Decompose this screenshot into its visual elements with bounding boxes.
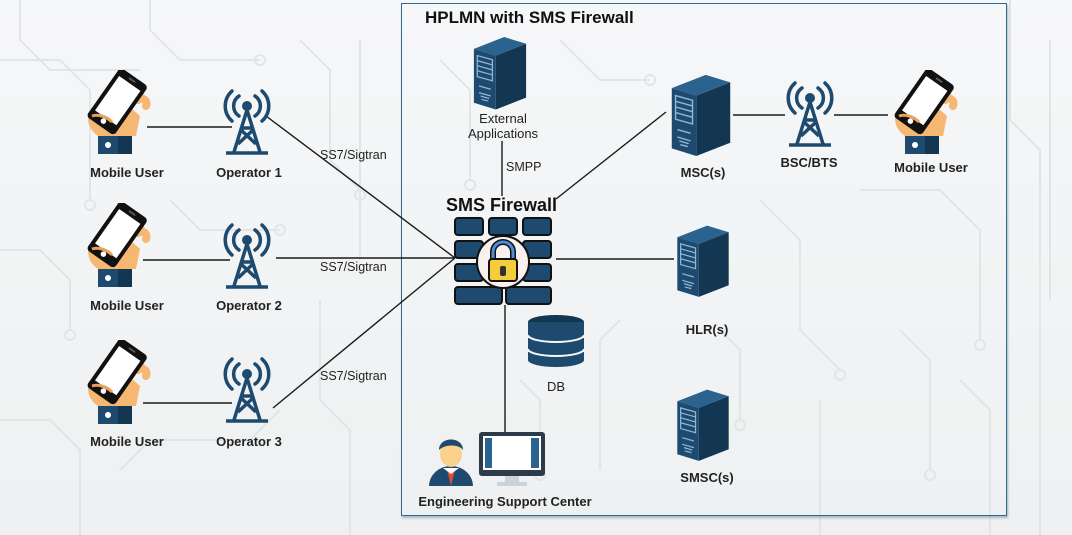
sms-firewall-title: SMS Firewall (446, 195, 558, 215)
external-applications-line1: External (479, 111, 527, 126)
cell-tower-icon (222, 222, 272, 292)
cell-tower-icon (785, 80, 835, 150)
cell-tower-icon (222, 356, 272, 426)
firewall-lock-icon (454, 217, 552, 305)
hlr-server-icon (674, 220, 732, 300)
mobile-hand-icon (885, 70, 965, 160)
external-applications-line2: Applications (467, 126, 539, 141)
external-applications-label: External Applications (468, 111, 538, 141)
mobile-hand-icon (78, 203, 158, 293)
bsc-bts-label: BSC/BTS (780, 155, 838, 170)
smsc-label: SMSC(s) (680, 470, 734, 485)
hplmn-boundary (401, 3, 1007, 516)
support-agent-monitor-icon (429, 432, 545, 486)
link-label-op3: SS7/Sigtran (320, 369, 387, 383)
wire-op1-firewall (265, 115, 456, 259)
link-label-op2: SS7/Sigtran (320, 260, 387, 274)
operator-2-label: Operator 2 (216, 298, 282, 313)
hlr-label: HLR(s) (685, 322, 729, 337)
right-mobile-user-label: Mobile User (894, 160, 968, 175)
link-label-op1: SS7/Sigtran (320, 148, 387, 162)
mobile-hand-icon (78, 340, 158, 430)
mobile-user-1-label: Mobile User (90, 165, 164, 180)
external-applications-server-icon (470, 32, 530, 112)
operator-1-label: Operator 1 (216, 165, 282, 180)
smpp-label: SMPP (506, 160, 542, 174)
mobile-hand-icon (78, 70, 158, 160)
smsc-server-icon (674, 384, 732, 464)
operator-3-label: Operator 3 (216, 434, 282, 449)
support-center-label: Engineering Support Center (418, 494, 592, 509)
msc-label: MSC(s) (680, 165, 726, 180)
msc-server-icon (668, 68, 734, 160)
cell-tower-icon (222, 88, 272, 158)
mobile-user-3-label: Mobile User (90, 434, 164, 449)
wire-op3-firewall (272, 257, 456, 409)
diagram-title: HPLMN with SMS Firewall (425, 8, 634, 27)
mobile-user-2-label: Mobile User (90, 298, 164, 313)
wire-firewall-msc (555, 111, 667, 200)
db-label: DB (546, 379, 566, 394)
database-icon (527, 315, 585, 367)
